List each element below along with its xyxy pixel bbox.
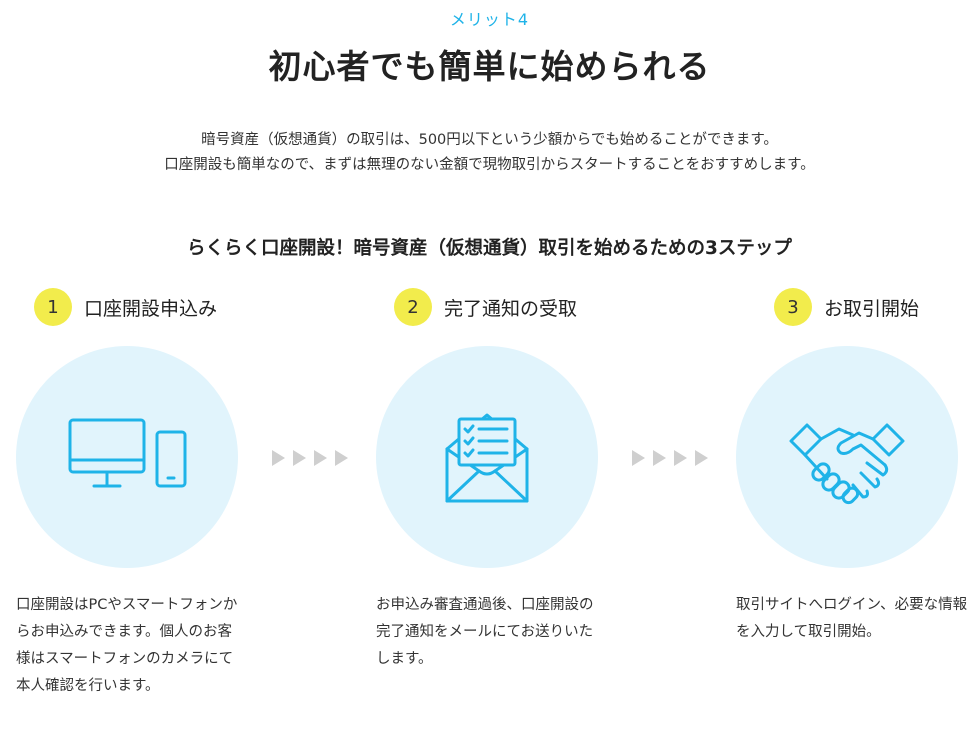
step-number-badge: 3 — [774, 288, 812, 326]
arrow-icon — [674, 450, 687, 466]
step-1-header: 1 口座開設申込み — [34, 288, 217, 326]
steps-title: らくらく口座開設！暗号資産（仮想通貨）取引を始めるための3ステップ — [187, 238, 792, 259]
step-3-icon-circle — [736, 346, 958, 568]
step-1-icon-circle — [16, 346, 238, 568]
lead-text: 暗号資産（仮想通貨）の取引は、500円以下という少額からでも始めることができます… — [0, 128, 979, 178]
arrow-icon — [335, 450, 348, 466]
arrow-icon — [653, 450, 666, 466]
step-2-icon-circle — [376, 346, 598, 568]
step-title: 完了通知の受取 — [444, 297, 578, 320]
step-3-header: 3 お取引開始 — [774, 288, 919, 326]
handshake-icon — [789, 423, 905, 505]
step-1-description: 口座開設はPCやスマートフォンからお申込みできます。個人のお客様はスマートフォン… — [16, 597, 238, 694]
step-number-badge: 1 — [34, 288, 72, 326]
merit-eyebrow: メリット4 — [449, 10, 530, 29]
lead-line-2: 口座開設も簡単なので、まずは無理のない金額で現物取引からスタートすることをおすす… — [164, 157, 815, 173]
arrow-icon — [272, 450, 285, 466]
lead-line-1: 暗号資産（仮想通貨）の取引は、500円以下という少額からでも始めることができます… — [201, 132, 778, 148]
devices-icon — [68, 418, 187, 488]
step-arrows-2 — [632, 450, 708, 466]
step-title: お取引開始 — [824, 297, 920, 320]
step-2-description: お申込み審査通過後、口座開設の完了通知をメールにてお送りいたします。 — [376, 597, 594, 667]
mail-checklist-icon — [445, 413, 529, 503]
step-3-description: 取引サイトへログイン、必要な情報を入力して取引開始。 — [736, 597, 968, 640]
step-title: 口座開設申込み — [84, 297, 218, 320]
arrow-icon — [314, 450, 327, 466]
step-arrows-1 — [272, 450, 348, 466]
arrow-icon — [695, 450, 708, 466]
page-title: 初心者でも簡単に始められる — [268, 47, 711, 86]
arrow-icon — [293, 450, 306, 466]
arrow-icon — [632, 450, 645, 466]
step-number-badge: 2 — [394, 288, 432, 326]
step-2-header: 2 完了通知の受取 — [394, 288, 577, 326]
